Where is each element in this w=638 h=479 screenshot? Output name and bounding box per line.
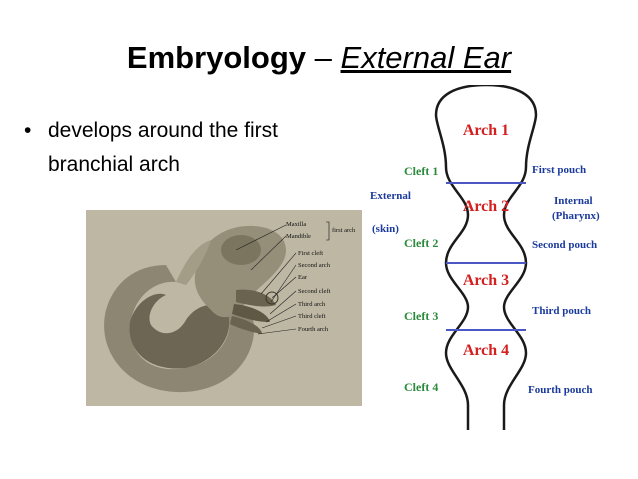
second-pouch-label: Second pouch (532, 239, 597, 251)
title-main: Embryology (126, 40, 307, 75)
arch-4-label: Arch 4 (463, 342, 509, 359)
external-label: External (370, 190, 411, 202)
label-ear: Ear (298, 274, 308, 281)
skin-label: (skin) (372, 223, 399, 235)
title-subtitle: External Ear (340, 40, 512, 75)
bullet-text: develops around the first branchial arch (48, 119, 278, 176)
label-maxilla: Maxilla (286, 221, 306, 228)
arch-2-label: Arch 2 (463, 198, 509, 215)
slide-title: Embryology – External Ear (0, 40, 638, 76)
internal-label: Internal (554, 195, 593, 207)
label-first-arch: first arch (332, 227, 356, 234)
cleft-3-label: Cleft 3 (404, 309, 438, 323)
label-fourth-arch: Fourth arch (298, 326, 329, 333)
cleft-4-label: Cleft 4 (404, 380, 438, 394)
title-dash: – (306, 40, 341, 75)
label-second-cleft: Second cleft (298, 288, 331, 295)
label-second-arch: Second arch (298, 262, 331, 269)
label-mandible: Mandible (286, 233, 311, 240)
arch-3-label: Arch 3 (463, 272, 509, 289)
bullet-item: • develops around the first branchial ar… (24, 114, 348, 182)
pharynx-label: (Pharynx) (552, 210, 600, 222)
fourth-pouch-label: Fourth pouch (528, 384, 593, 396)
bullet-dot-icon: • (24, 119, 32, 142)
third-pouch-label: Third pouch (532, 305, 591, 317)
cleft-2-label: Cleft 2 (404, 236, 438, 250)
first-pouch-label: First pouch (532, 164, 586, 176)
arch-1-label: Arch 1 (463, 122, 509, 139)
branchial-arch-diagram: Arch 1 Arch 2 Arch 3 Arch 4 Cleft 1 Clef… (370, 85, 600, 430)
embryo-illustration: Maxilla Mandible first arch First cleft … (86, 210, 362, 406)
cleft-1-label: Cleft 1 (404, 164, 438, 178)
label-third-arch: Third arch (298, 301, 326, 308)
label-third-cleft: Third cleft (298, 313, 326, 320)
label-first-cleft: First cleft (298, 250, 323, 257)
